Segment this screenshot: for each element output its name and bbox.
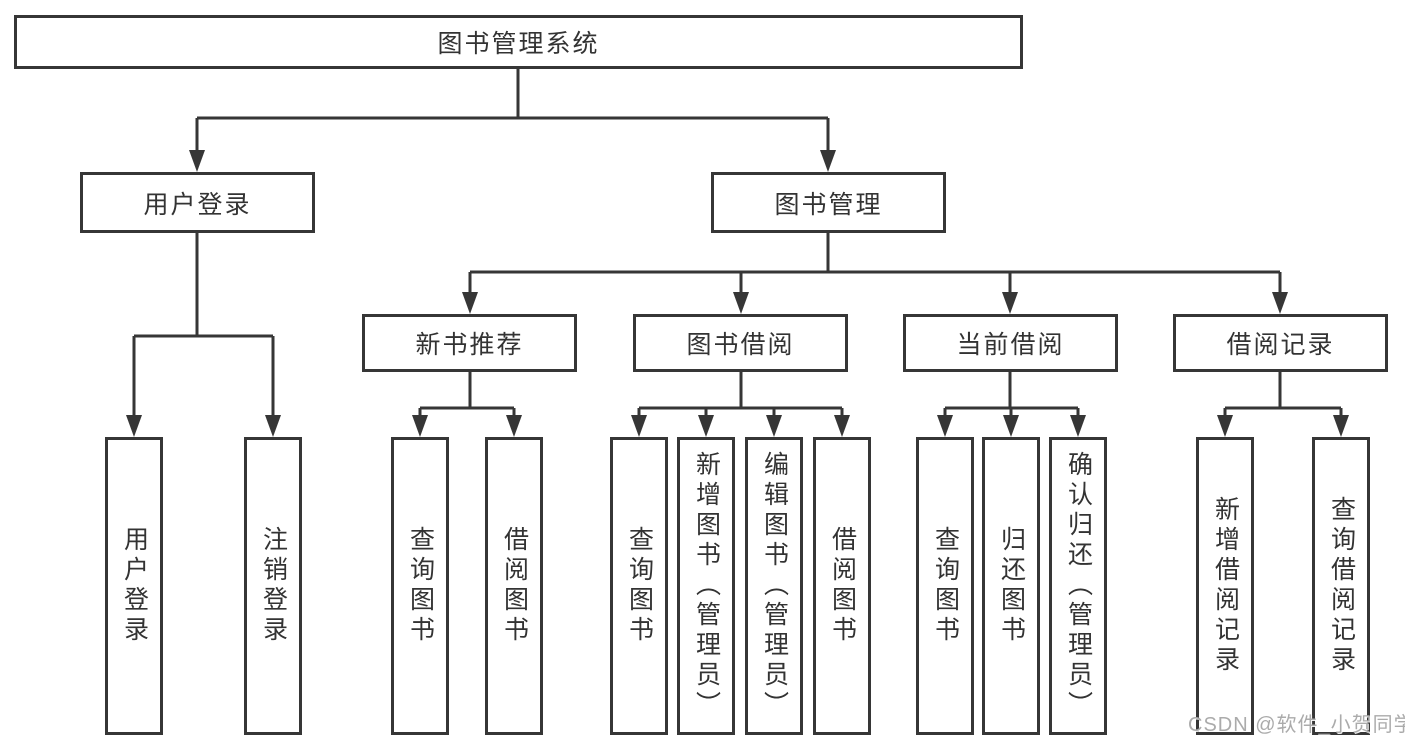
leaf-borrow-query-book: 查询图书 (610, 437, 668, 735)
node-book-mgmt: 图书管理 (711, 172, 946, 233)
node-user-login: 用户登录 (80, 172, 315, 233)
leaf-records-add-record-label: 新增借阅记录 (1211, 496, 1240, 676)
arrow-down-icon (1217, 415, 1233, 437)
arrowhead-icons (126, 150, 1349, 437)
node-library-system-label: 图书管理系统 (437, 30, 600, 58)
arrow-down-icon (733, 292, 749, 314)
leaf-borrow-query-book-label: 查询图书 (625, 526, 654, 646)
arrow-down-icon (1070, 415, 1086, 437)
node-new-book-rec-label: 新书推荐 (415, 331, 524, 359)
arrow-down-icon (766, 415, 782, 437)
arrow-down-icon (1333, 415, 1349, 437)
leaf-borrow-add-book: 新增图书（管理员） (677, 437, 735, 735)
arrow-down-icon (1002, 292, 1018, 314)
arrow-down-icon (506, 415, 522, 437)
leaf-current-confirm-return: 确认归还（管理员） (1049, 437, 1107, 735)
leaf-borrow-borrow-book: 借阅图书 (813, 437, 871, 735)
leaf-records-add-record: 新增借阅记录 (1196, 437, 1254, 735)
node-book-mgmt-label: 图书管理 (774, 190, 883, 219)
leaf-current-query-book: 查询图书 (916, 437, 974, 735)
leaf-current-query-book-label: 查询图书 (931, 526, 960, 646)
leaf-logout: 注销登录 (244, 437, 302, 735)
arrow-down-icon (834, 415, 850, 437)
leaf-newrec-borrow-book-label: 借阅图书 (500, 526, 529, 646)
leaf-records-query-record-label: 查询借阅记录 (1327, 496, 1356, 676)
node-new-book-rec: 新书推荐 (362, 314, 577, 372)
leaf-newrec-borrow-book: 借阅图书 (485, 437, 543, 735)
watermark: CSDN @软件_小贺同学 (1188, 714, 1405, 736)
arrow-down-icon (820, 150, 836, 172)
arrow-down-icon (631, 415, 647, 437)
node-borrow-records-label: 借阅记录 (1226, 331, 1335, 359)
leaf-records-query-record: 查询借阅记录 (1312, 437, 1370, 735)
node-borrow-records: 借阅记录 (1173, 314, 1388, 372)
leaf-current-return-book-label: 归还图书 (997, 526, 1026, 646)
node-book-borrow-label: 图书借阅 (686, 331, 795, 359)
arrow-down-icon (126, 415, 142, 437)
node-user-login-label: 用户登录 (143, 190, 252, 219)
arrow-down-icon (265, 415, 281, 437)
node-current-borrow-label: 当前借阅 (956, 331, 1065, 359)
leaf-logout-label: 注销登录 (259, 526, 288, 646)
node-current-borrow: 当前借阅 (903, 314, 1118, 372)
leaf-borrow-borrow-book-label: 借阅图书 (828, 526, 857, 646)
arrow-down-icon (937, 415, 953, 437)
leaf-current-return-book: 归还图书 (982, 437, 1040, 735)
leaf-current-confirm-return-label: 确认归还（管理员） (1064, 451, 1093, 721)
leaf-user-login-label: 用户登录 (120, 526, 149, 646)
node-book-borrow: 图书借阅 (633, 314, 848, 372)
arrow-down-icon (1003, 415, 1019, 437)
leaf-newrec-query-book-label: 查询图书 (406, 526, 435, 646)
leaf-borrow-add-book-label: 新增图书（管理员） (692, 451, 721, 721)
connector-edges (132, 69, 1343, 431)
leaf-user-login: 用户登录 (105, 437, 163, 735)
arrow-down-icon (462, 292, 478, 314)
leaf-borrow-edit-book: 编辑图书（管理员） (745, 437, 803, 735)
leaf-newrec-query-book: 查询图书 (391, 437, 449, 735)
arrow-down-icon (189, 150, 205, 172)
arrow-down-icon (1272, 292, 1288, 314)
arrow-down-icon (698, 415, 714, 437)
leaf-borrow-edit-book-label: 编辑图书（管理员） (760, 451, 789, 721)
arrow-down-icon (412, 415, 428, 437)
node-library-system: 图书管理系统 (14, 15, 1023, 69)
